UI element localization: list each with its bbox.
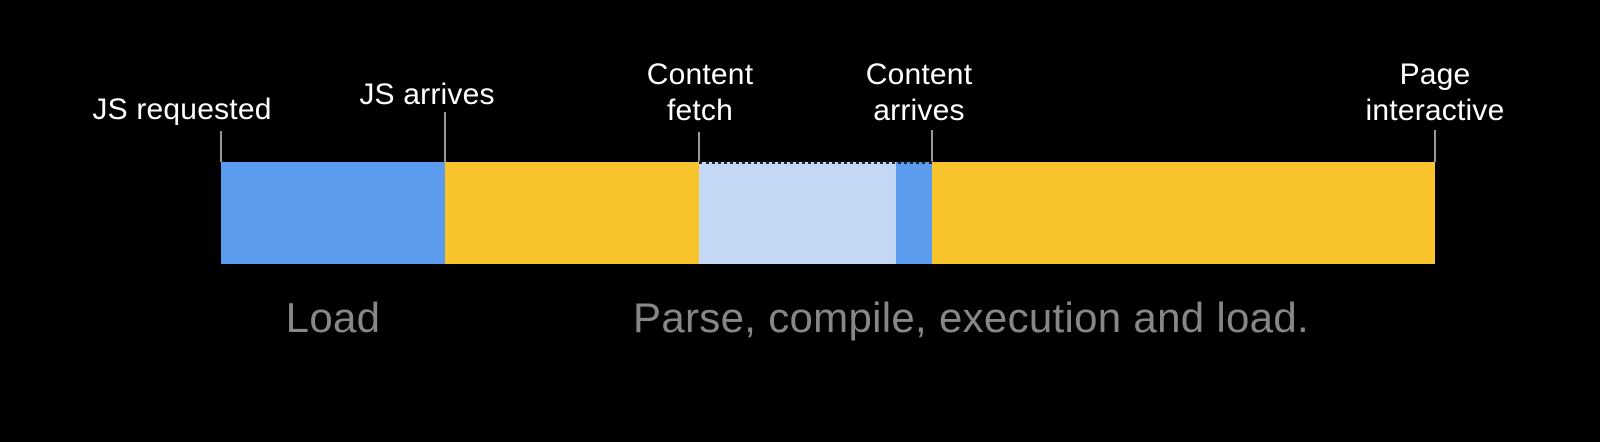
segment-js-download: [221, 162, 445, 264]
event-label-js-arrives: JS arrives: [359, 78, 495, 111]
segment-parse-compile: [445, 162, 699, 264]
tick-content-arrives: [931, 130, 933, 162]
segment-content-arrives: [896, 162, 932, 264]
tick-js-requested: [220, 131, 222, 162]
timeline-bar: [221, 162, 1435, 264]
segment-execute-load: [932, 162, 1435, 264]
event-label-content-arrives: Content arrives: [865, 58, 973, 127]
tick-content-fetch: [698, 132, 700, 162]
event-label-content-fetch: Content fetch: [646, 58, 754, 127]
content-fetch-dotted-boundary: [699, 161, 932, 164]
tick-js-arrives: [444, 112, 446, 162]
segment-content-fetch: [699, 162, 896, 264]
event-label-page-interactive: Page interactive: [1365, 58, 1505, 127]
tick-page-interactive: [1434, 130, 1436, 162]
event-label-js-requested: JS requested: [92, 93, 272, 126]
phase-label-parse-compile-execution-load: Parse, compile, execution and load.: [633, 294, 1309, 341]
phase-label-load: Load: [285, 294, 381, 341]
